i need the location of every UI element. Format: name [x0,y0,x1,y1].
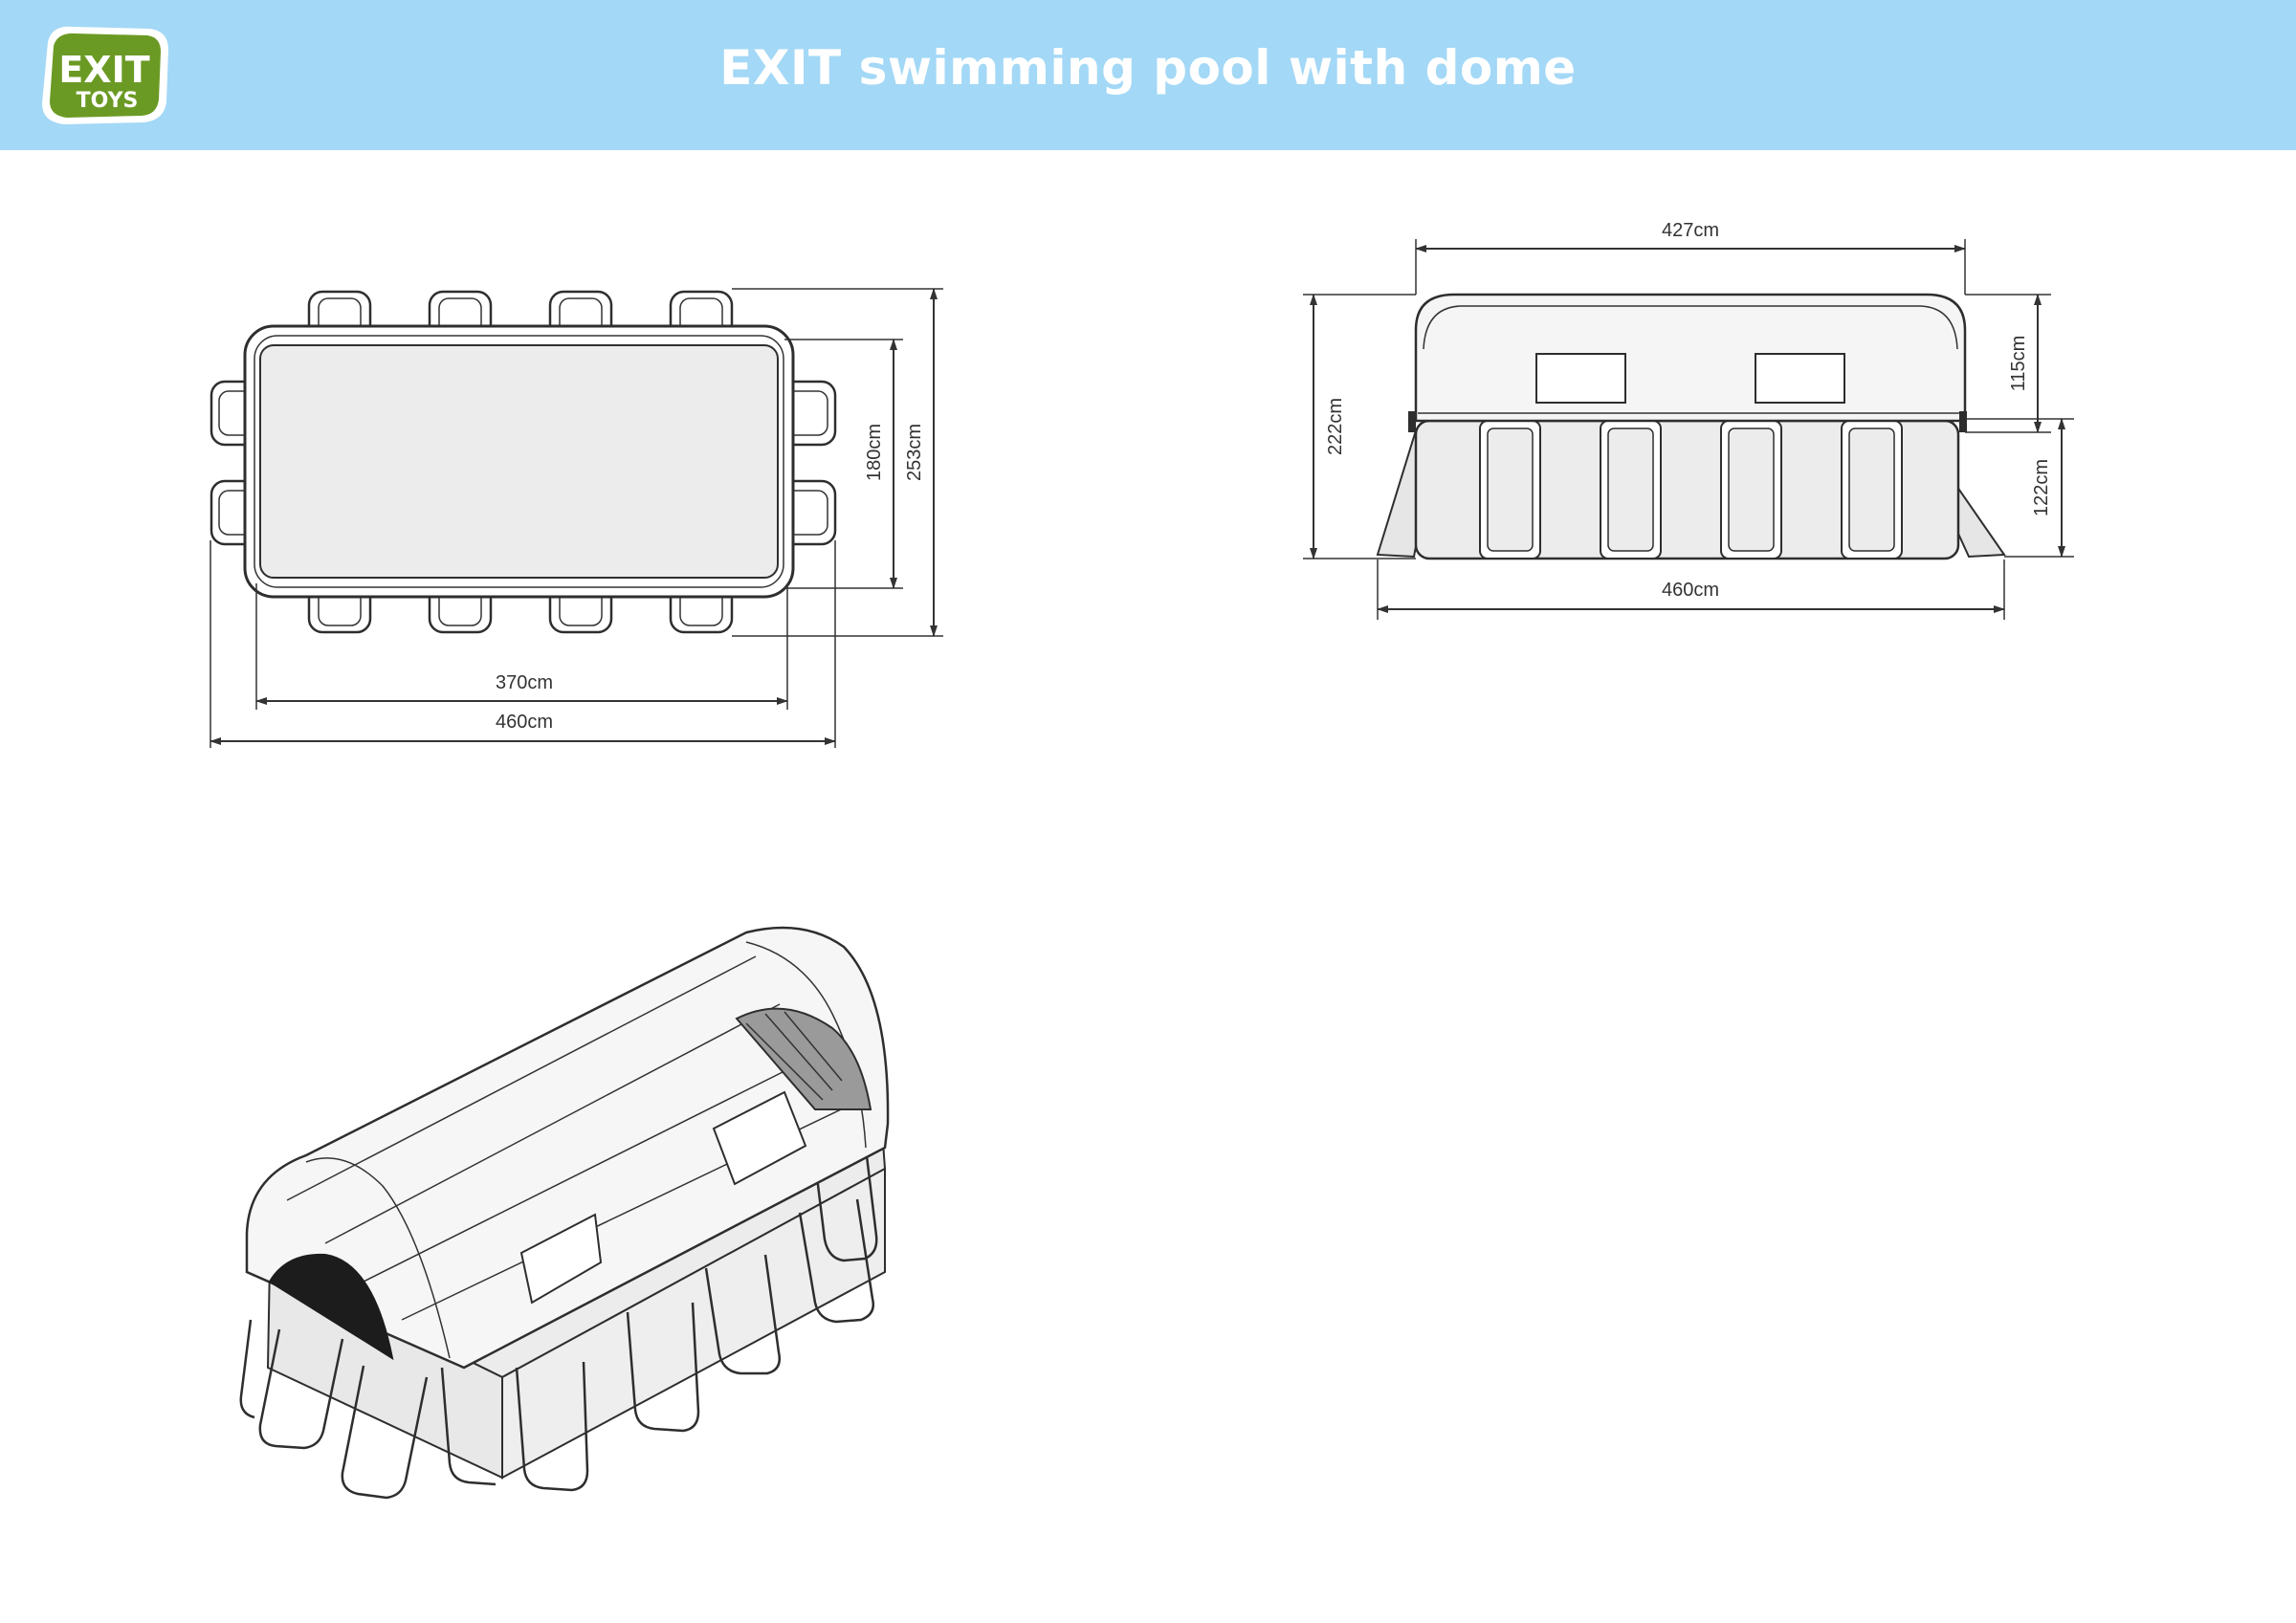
dimension-label-427: 427cm [1662,220,1719,241]
top-view: 370cm 460cm 180cm 253cm [210,288,943,748]
logo-text-exit: EXIT [58,49,149,91]
top-view-dimensions: 370cm 460cm 180cm 253cm [210,288,943,748]
dome-window-right [1755,353,1845,404]
pool-water-surface [259,344,779,579]
dimension-label-253: 253cm [904,424,925,481]
dimension-label-460-side: 460cm [1662,580,1719,601]
perspective-view [239,926,890,1500]
dimension-label-115: 115cm [2008,336,2029,392]
side-view-legs [1479,420,1903,559]
perspective-dome [245,926,890,1370]
perspective-window-front [519,1213,603,1305]
dimension-label-460: 460cm [496,712,553,733]
dimension-label-180: 180cm [864,424,885,481]
side-view: 427cm 460cm 222cm 115cm 122cm [1303,220,2074,620]
top-view-legs [210,290,837,634]
logo-text-toys: TOYS [77,89,139,113]
header-bar: EXIT TOYS EXIT swimming pool with dome [0,0,2296,150]
dimension-label-222: 222cm [1325,398,1346,455]
side-view-dimensions: 427cm 460cm 222cm 115cm 122cm [1303,220,2074,620]
dome-window-left [1535,353,1626,404]
perspective-window-side [712,1090,807,1186]
exit-toys-logo: EXIT TOYS [42,26,168,124]
dimension-label-370: 370cm [496,672,553,693]
dome-cover [1414,293,1967,423]
page-title: EXIT swimming pool with dome [719,40,1577,96]
perspective-view-legs [239,1139,878,1500]
dimension-label-122: 122cm [2031,459,2052,516]
